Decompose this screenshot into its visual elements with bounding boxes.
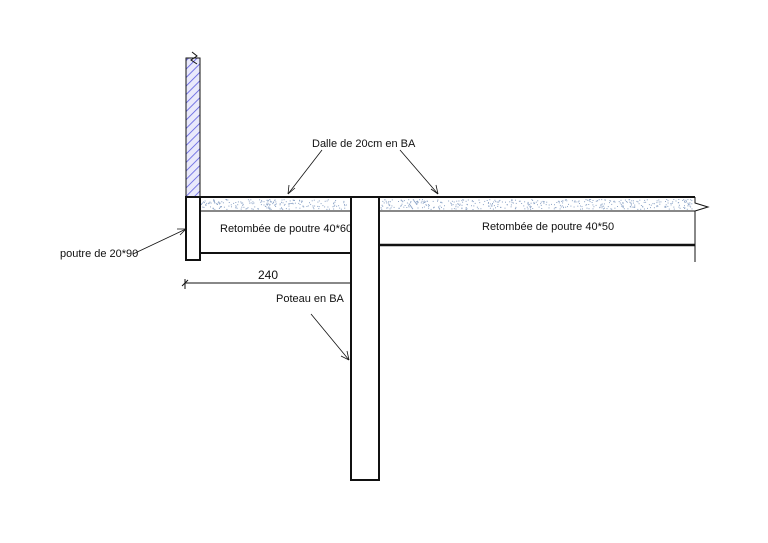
column-label: Poteau en BA [276,293,345,305]
dimension-value: 240 [258,268,278,282]
dimension-line: 240 [181,268,351,289]
concrete-slab [186,196,710,262]
slab-label: Dalle de 20cm en BA [312,138,416,150]
beam-right-label: Retombée de poutre 40*50 [482,221,614,233]
slab-concrete-texture [201,199,693,210]
edge-beam [185,196,201,261]
edge-beam-label: poutre de 20*90 [60,248,138,260]
leader-lines [132,149,439,361]
concrete-column [350,196,380,481]
masonry-wall [185,51,201,198]
beam-left-label: Retombée de poutre 40*60 [220,223,352,235]
